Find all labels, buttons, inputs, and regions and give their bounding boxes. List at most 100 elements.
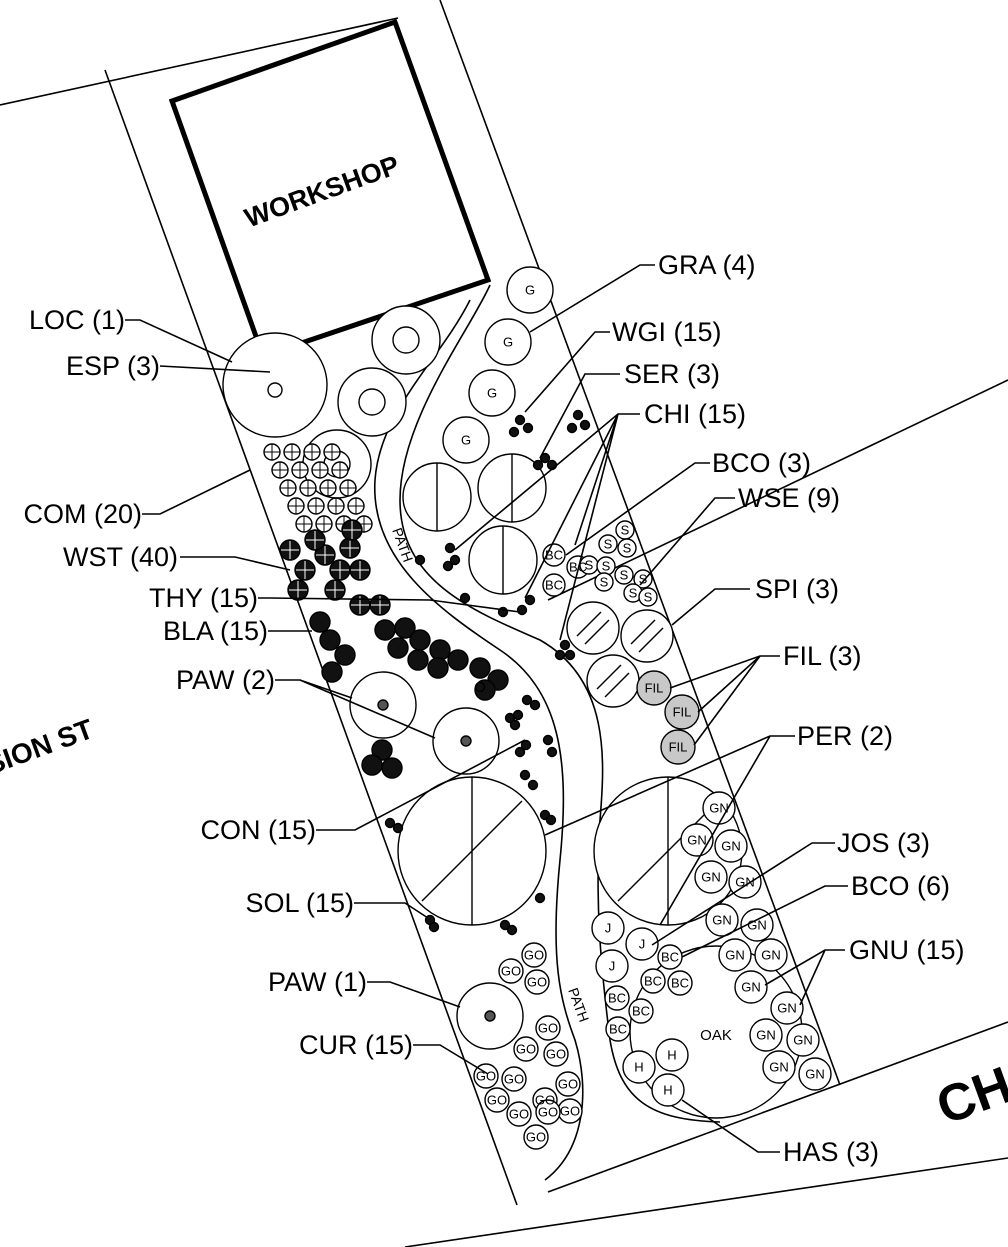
cur-plant-code: GO: [527, 975, 547, 990]
leader-line: [142, 469, 251, 515]
gra-grass: [484, 318, 532, 366]
fil-plant-code: FIL: [673, 705, 692, 720]
bla-plant: [447, 649, 469, 671]
small-plant-dot: [572, 409, 584, 421]
shrub-divider: [421, 800, 523, 902]
small-plant-dot: [384, 817, 396, 829]
esp-shrub-center: [358, 388, 386, 416]
bla-plant: [387, 637, 409, 659]
leader-line: [764, 949, 845, 1006]
bco-plant: [542, 573, 566, 597]
workshop-label: WORKSHOP: [241, 150, 403, 234]
has-plant-code: H: [667, 1048, 676, 1063]
spi-shrub: [620, 609, 674, 663]
bco-plant-code: BC: [661, 950, 679, 965]
small-plant-dot: [519, 769, 531, 781]
bco-plant: [628, 998, 654, 1024]
cur-plant: [535, 1015, 561, 1041]
leader-lines: [125, 264, 848, 1153]
callout-paw-2: PAW (2): [176, 665, 275, 695]
jos-plant-code: J: [609, 959, 616, 974]
spi-hatch: [630, 619, 656, 645]
jos-plant: [595, 949, 629, 983]
callout-fil: FIL (3): [783, 641, 862, 671]
bla-plant: [321, 661, 343, 683]
cur-plant-code: GO: [501, 964, 521, 979]
small-plant-dot: [444, 542, 456, 554]
gnu-plant-code: GN: [721, 839, 741, 854]
spi-shrub: [566, 601, 620, 655]
bla-plant: [361, 754, 383, 776]
paw-tree-trunk: [484, 1010, 496, 1022]
bco-plant-code: BC: [671, 976, 689, 991]
gnu-plant: [770, 991, 804, 1025]
gnu-plant-code: GN: [735, 875, 755, 890]
paw-tree-trunk: [460, 735, 472, 747]
leader-line: [671, 588, 750, 626]
wse-plant-code: S: [621, 523, 630, 538]
small-plant-dot: [512, 709, 524, 721]
cur-plant: [555, 1071, 581, 1097]
small-plant-dot: [522, 422, 534, 434]
path-label: PATH: [389, 526, 416, 565]
cur-plant-code: GO: [526, 1130, 546, 1145]
small-plant-dot: [516, 604, 528, 616]
small-plant-dot: [566, 422, 578, 434]
callout-wse: WSE (9): [738, 483, 840, 513]
spi-shrub: [586, 654, 640, 708]
small-plant-dot: [514, 746, 526, 758]
has-plant: [622, 1050, 656, 1084]
callout-gnu: GNU (15): [849, 935, 965, 965]
oak-label: OAK: [700, 1027, 732, 1044]
callout-loc: LOC (1): [29, 305, 125, 335]
spi-hatch: [584, 619, 610, 645]
gnu-plant-code: GN: [741, 980, 761, 995]
jos-plant-code: J: [639, 937, 646, 952]
bla-plant: [427, 657, 449, 679]
bco-plant: [605, 1016, 631, 1042]
bla-plant: [407, 649, 429, 671]
cur-plant: [524, 969, 550, 995]
gra-grass: [468, 369, 516, 417]
callout-thy: THY (15): [149, 583, 258, 613]
small-plant-dot: [508, 426, 520, 438]
bla-plant: [309, 611, 331, 633]
gnu-plant: [749, 1018, 783, 1052]
jos-plant: [625, 927, 659, 961]
small-plant-dot: [527, 779, 539, 791]
wse-plant-code: S: [644, 590, 653, 605]
cur-plant: [506, 1101, 532, 1127]
has-plant: [651, 1073, 685, 1107]
gnu-plant: [786, 1023, 820, 1057]
lot-line-right: [439, 0, 841, 1086]
small-plant-dot: [392, 822, 404, 834]
leader-line: [529, 264, 655, 333]
gnu-plant: [762, 1050, 796, 1084]
path-label: PATH: [565, 986, 592, 1025]
bla-plant: [381, 757, 403, 779]
plant-symbols: [222, 266, 832, 1150]
leader-line: [544, 735, 795, 926]
small-plant-dot: [554, 649, 566, 661]
cur-plant-code: GO: [516, 1042, 536, 1057]
small-plant-dot: [534, 892, 546, 904]
bla-plant: [394, 617, 416, 639]
small-plant-dot: [506, 924, 518, 936]
small-plant-dot: [449, 554, 461, 566]
wse-plant-code: S: [602, 559, 611, 574]
leader-line: [180, 556, 291, 571]
cur-plant-code: GO: [487, 1093, 507, 1108]
small-plant-dot: [521, 694, 533, 706]
small-plant-dot: [509, 719, 521, 731]
gnu-plant-code: GN: [793, 1033, 813, 1048]
wse-plant: [617, 538, 637, 558]
gnu-plant: [798, 1057, 832, 1091]
cur-plant: [523, 1124, 549, 1150]
gnu-plant: [718, 938, 752, 972]
leader-line: [367, 981, 461, 1008]
bco-plant-code: BC: [608, 991, 626, 1006]
spi-hatch: [638, 627, 664, 653]
bla-plant: [469, 657, 491, 679]
cur-plant-code: GO: [546, 1047, 566, 1062]
